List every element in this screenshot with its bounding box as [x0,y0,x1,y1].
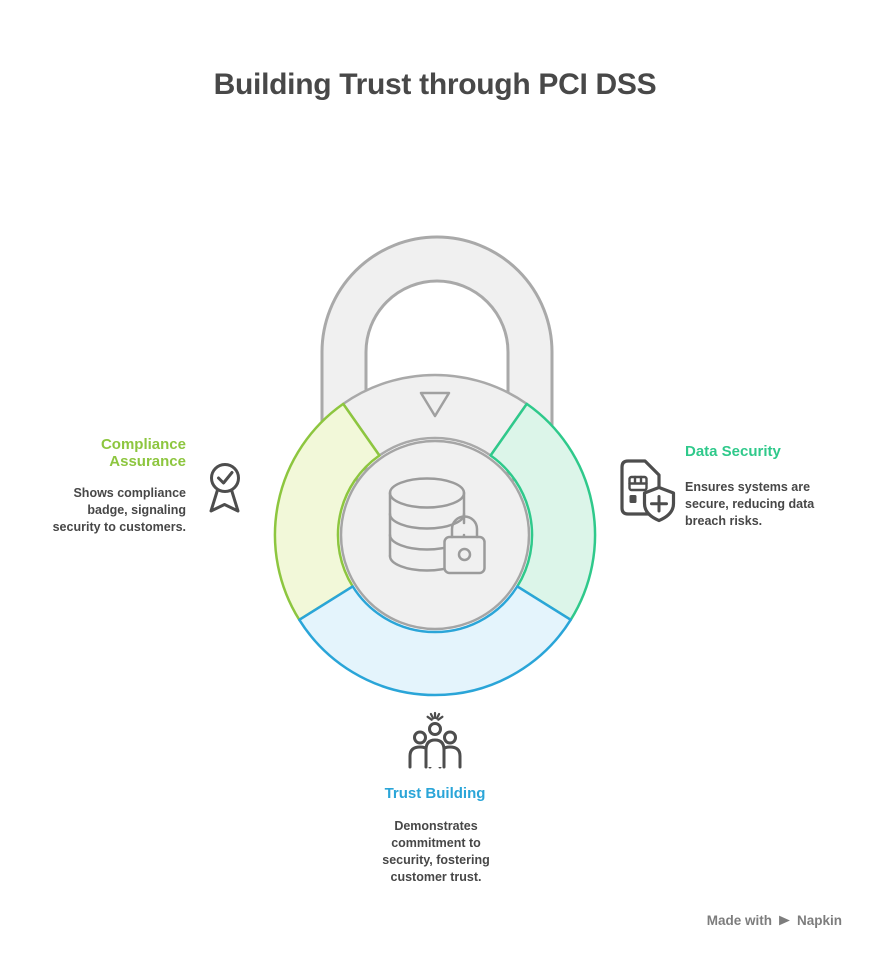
napkin-logo-icon [779,915,790,926]
compliance-description: Shows compliance badge, signaling securi… [52,486,186,534]
database-lock-icon [388,477,486,575]
compliance-heading: Compliance Assurance [100,436,186,470]
page-title: Building Trust through PCI DSS [213,68,657,101]
padlock-shackle-shape [320,235,554,482]
team-celebration-icon [408,711,462,769]
lock-center-circle [339,439,531,631]
trust-building-heading: Trust Building [384,785,486,802]
data-security-description: Ensures systems are secure, reducing dat… [685,480,815,528]
footer-credit: Made with Napkin [707,913,842,928]
trust-segment [298,585,572,697]
keyhole-triangle-icon [419,391,451,418]
compliance-segment [273,402,381,622]
certificate-badge-icon [209,463,240,513]
sim-card-shield-icon [620,459,676,523]
data-security-segment [489,402,597,622]
trust-building-description: Demonstrates commitment to security, fos… [382,819,490,884]
brand-label: Napkin [796,913,842,928]
made-with-label: Made with [706,913,772,928]
data-security-heading: Data Security [685,443,781,460]
